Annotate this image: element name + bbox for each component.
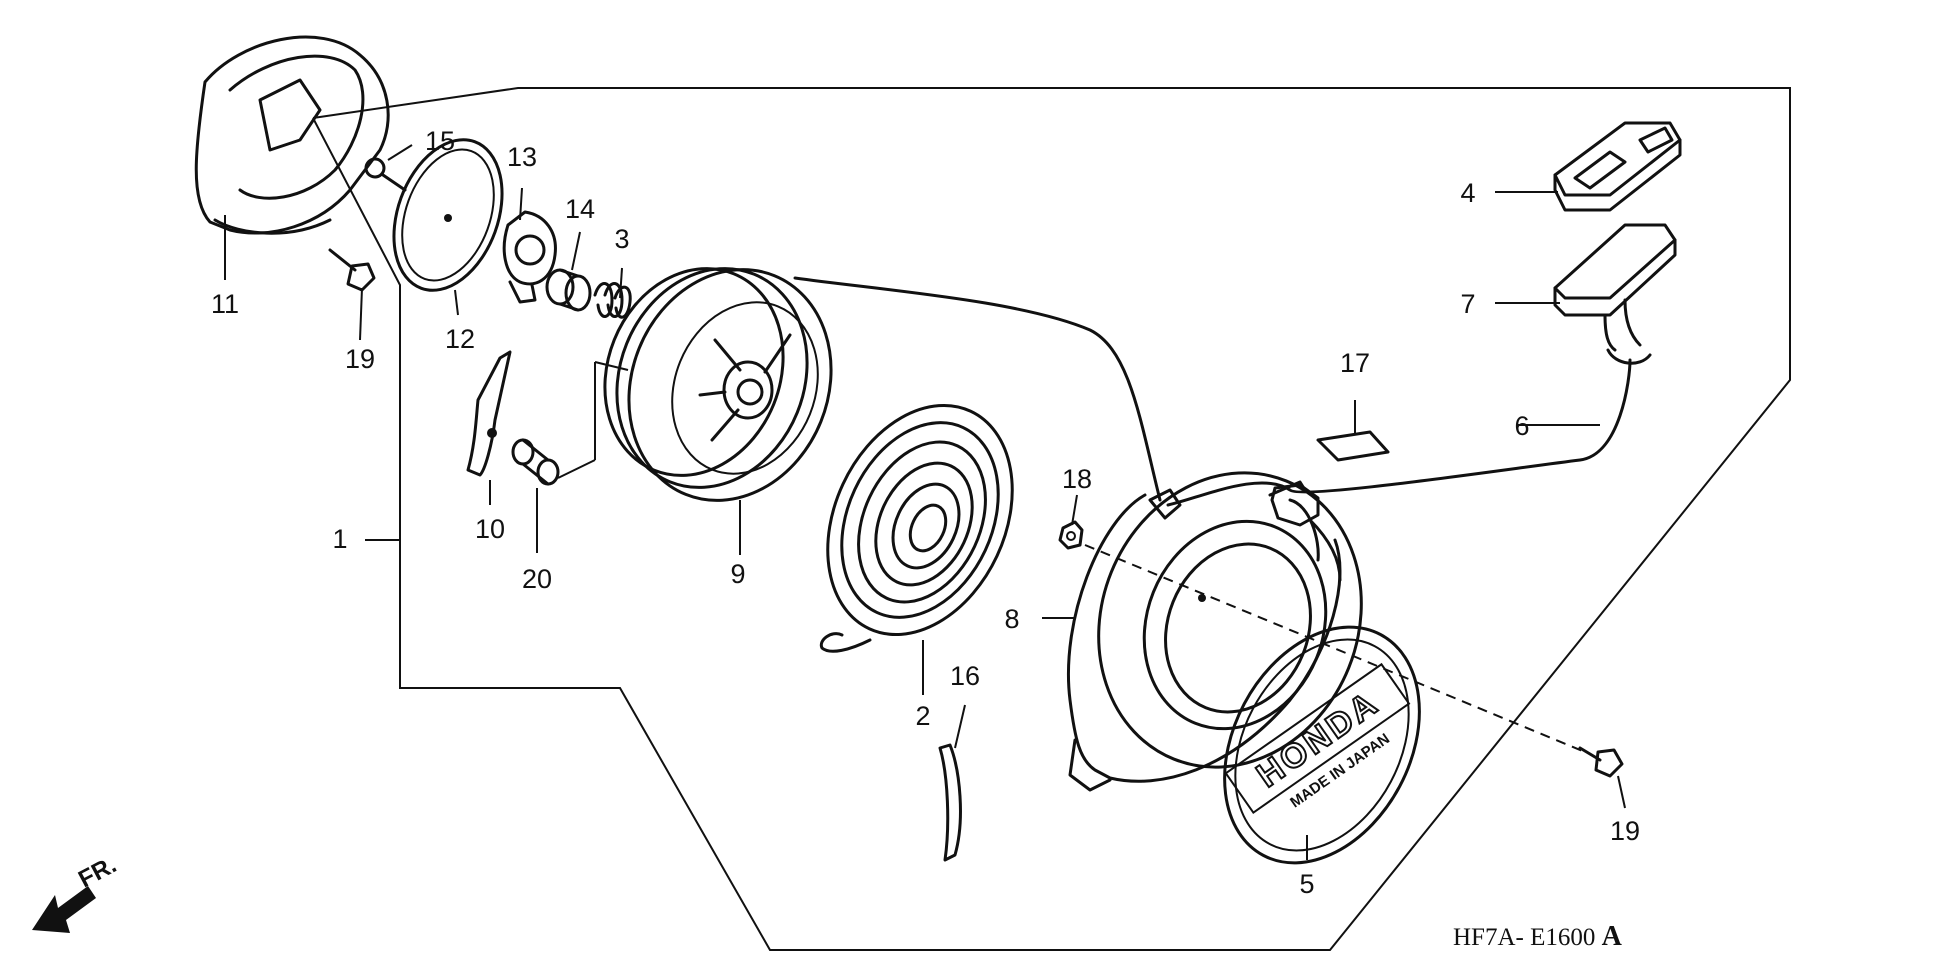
callout-2: 2 <box>915 701 930 731</box>
ratchet-pin <box>511 438 560 486</box>
handle-insert <box>1553 121 1682 212</box>
drawing-code-text: HF7A- E1600 <box>1453 924 1595 951</box>
recoil-spring <box>819 403 1014 653</box>
drawing-revision: A <box>1602 921 1623 952</box>
callout-numbers: 1 2 3 4 5 6 7 8 9 10 11 12 13 14 15 16 1… <box>211 126 1640 899</box>
callout-7: 7 <box>1460 289 1475 319</box>
callout-10: 10 <box>475 514 505 544</box>
nut <box>1058 520 1084 550</box>
callout-11: 11 <box>211 289 239 319</box>
caution-tag <box>938 743 962 862</box>
bolt-19-left <box>328 248 376 292</box>
ratchet <box>466 350 512 477</box>
callout-15: 15 <box>425 126 455 156</box>
label-17 <box>1316 430 1390 462</box>
bolt-15 <box>364 157 407 192</box>
callout-3: 3 <box>614 224 629 254</box>
callout-5: 5 <box>1299 869 1314 899</box>
recoil-reel <box>603 267 833 502</box>
leader-lines <box>224 144 1626 860</box>
callout-6: 6 <box>1514 411 1529 441</box>
bolt-19-right <box>1578 746 1624 778</box>
recoil-cover <box>194 35 390 235</box>
assembly-outline <box>312 87 1791 951</box>
ratchet-spring <box>593 282 632 319</box>
callout-20: 20 <box>522 564 552 594</box>
callout-17: 17 <box>1340 348 1370 378</box>
callout-16: 16 <box>950 661 980 691</box>
friction-plate <box>392 138 504 292</box>
callout-13: 13 <box>507 142 537 172</box>
starter-case <box>1067 471 1363 792</box>
callout-9: 9 <box>730 559 745 589</box>
starter-rope <box>793 276 1632 507</box>
callout-14: 14 <box>565 194 595 224</box>
front-label: FR. <box>74 851 121 893</box>
drawing-code: HF7A- E1600 A <box>1453 921 1623 952</box>
front-direction-arrow: FR. <box>32 851 121 933</box>
callout-8: 8 <box>1004 604 1019 634</box>
callout-1: 1 <box>332 524 347 554</box>
ratchet-guide <box>502 210 557 304</box>
alignment-line <box>1084 544 1586 753</box>
collar <box>545 268 592 312</box>
callout-19-left: 19 <box>345 344 375 374</box>
callout-18: 18 <box>1062 464 1092 494</box>
callout-4: 4 <box>1460 178 1475 208</box>
starter-grip <box>1553 223 1677 365</box>
callout-12: 12 <box>445 324 475 354</box>
callout-19-right: 19 <box>1610 816 1640 846</box>
